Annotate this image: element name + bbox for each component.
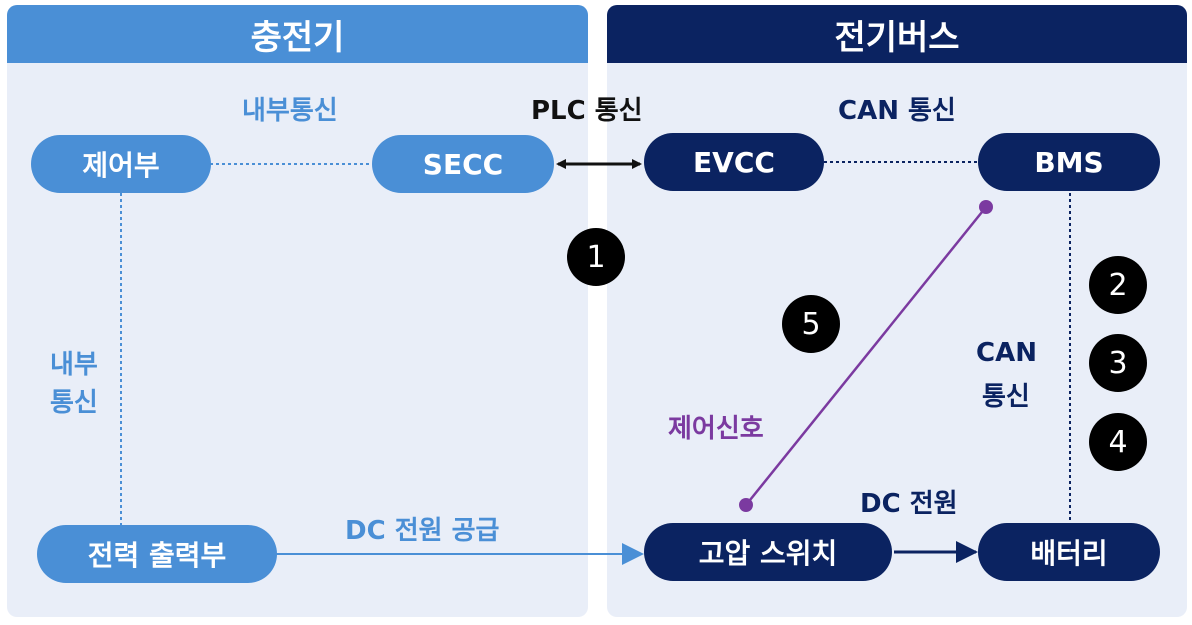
- control-signal-end-bottom: [739, 498, 753, 512]
- can-comm-side-label-1: CAN: [976, 338, 1037, 368]
- charger-panel: 충전기: [7, 5, 588, 617]
- charger-panel-title: 충전기: [7, 5, 588, 63]
- dc-supply-label: DC 전원 공급: [345, 516, 500, 546]
- internal-comm-side-label-2: 통신: [50, 388, 98, 418]
- bus-panel-title: 전기버스: [607, 5, 1187, 63]
- evcc-node: EVCC: [644, 133, 824, 191]
- plc-comm-label: PLC 통신: [531, 96, 643, 126]
- hv-switch-node: 고압 스위치: [644, 523, 892, 581]
- step-badge-2: 2: [1089, 256, 1147, 314]
- step-badge-3: 3: [1089, 334, 1147, 392]
- power-output-node: 전력 출력부: [37, 525, 277, 583]
- can-comm-top-label: CAN 통신: [838, 96, 956, 126]
- bms-node: BMS: [978, 133, 1160, 191]
- step-badge-1: 1: [567, 228, 625, 286]
- can-comm-side-label-2: 통신: [982, 382, 1030, 412]
- control-unit-node: 제어부: [31, 135, 211, 193]
- internal-comm-top-label: 내부통신: [242, 96, 338, 126]
- secc-node: SECC: [372, 135, 554, 193]
- control-signal-end-top: [979, 200, 993, 214]
- dc-power-label: DC 전원: [860, 489, 958, 519]
- internal-comm-side-label-1: 내부: [50, 350, 98, 380]
- bus-panel: 전기버스: [607, 5, 1187, 617]
- step-badge-5: 5: [782, 295, 840, 353]
- control-signal-line: [745, 206, 987, 506]
- control-signal-label: 제어신호: [668, 414, 764, 444]
- battery-node: 배터리: [978, 523, 1160, 581]
- step-badge-4: 4: [1089, 413, 1147, 471]
